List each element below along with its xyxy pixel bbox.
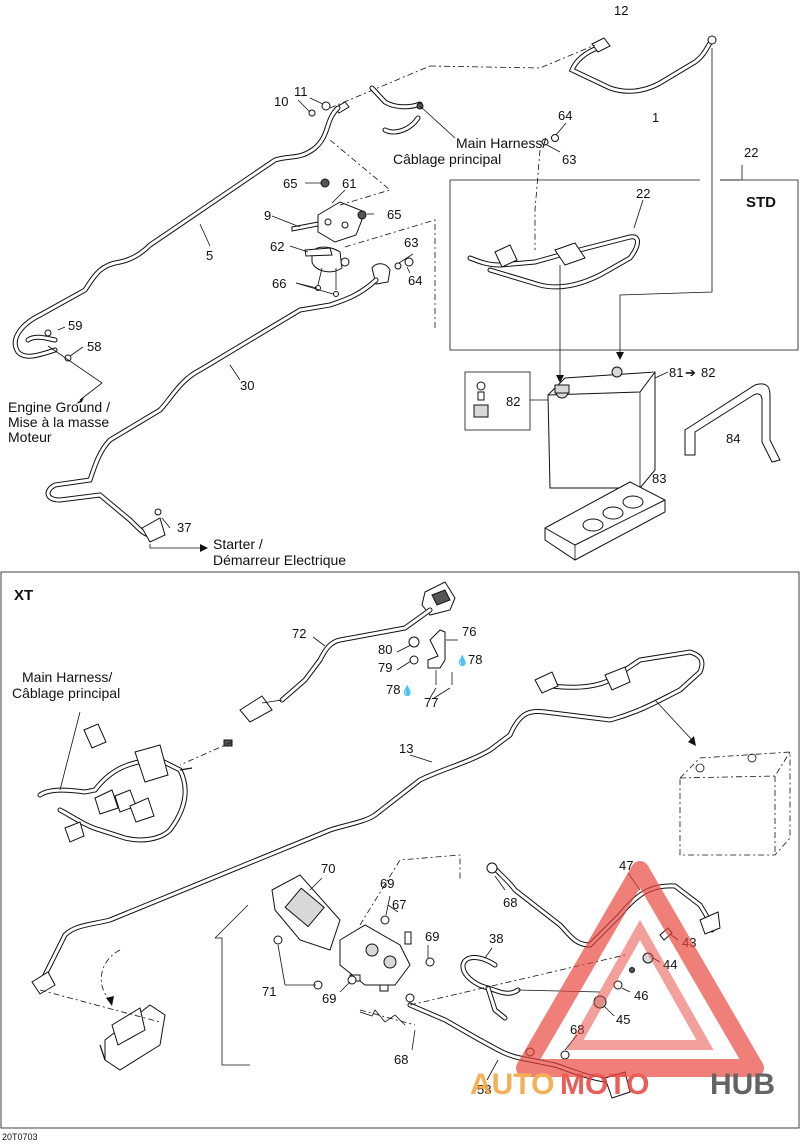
cable-30 <box>45 277 379 543</box>
callout-labels: 12 1 11 10 64 63 22 22 65 61 9 65 62 63 … <box>68 3 758 1097</box>
battery-tray-83 <box>544 481 666 561</box>
callout-78-right: 78 <box>468 652 482 667</box>
text-labels: Main Harness/ Câblage principal Engine G… <box>2 135 776 1142</box>
callout-arrow: ➔ <box>685 365 696 380</box>
cable-53 <box>407 1002 631 1099</box>
callout-61: 61 <box>342 176 356 191</box>
callout-69-top: 69 <box>380 876 394 891</box>
callout-76: 76 <box>462 624 476 639</box>
callout-11: 11 <box>294 84 308 99</box>
callout-62: 62 <box>270 239 284 254</box>
diagram-code: 20T0703 <box>2 1132 38 1142</box>
cable-13 <box>31 649 705 995</box>
bracket-76 <box>408 629 453 685</box>
callout-69-bottom: 69 <box>322 991 336 1006</box>
callout-81: 81 <box>669 365 683 380</box>
callout-64-upper: 64 <box>558 108 572 123</box>
main-harness-xt-label-line2: Câblage principal <box>12 685 120 701</box>
callout-63-upper: 63 <box>562 152 576 167</box>
callout-68-bottom: 68 <box>394 1052 408 1067</box>
watermark-auto: AUTO <box>470 1068 554 1101</box>
callout-59: 59 <box>68 318 82 333</box>
callout-12: 12 <box>614 3 628 18</box>
callout-82-kit: 82 <box>506 394 520 409</box>
fastener-63-64-lower <box>371 253 414 285</box>
cable-38 <box>460 955 521 1021</box>
starter-solenoid <box>291 178 367 297</box>
control-module <box>99 949 166 1071</box>
callout-drop-78-right: 💧 <box>456 654 468 667</box>
callout-83: 83 <box>652 471 666 486</box>
callout-70: 70 <box>321 861 335 876</box>
solenoid-xt <box>339 915 435 1003</box>
main-harness-top <box>369 85 456 139</box>
callout-1: 1 <box>652 110 659 125</box>
callout-77: 77 <box>424 695 438 710</box>
callout-47: 47 <box>619 858 633 873</box>
watermark-moto: MOTO <box>560 1068 649 1101</box>
callout-drop-78-left: 💧 <box>401 684 413 697</box>
fastener-63-64-upper <box>541 122 567 153</box>
main-harness-xt <box>37 723 193 843</box>
engine-ground-label-line2: Mise à la masse <box>8 414 109 430</box>
callout-53: 53 <box>477 1082 491 1097</box>
main-harness-label-line2: Câblage principal <box>393 151 501 167</box>
callout-5: 5 <box>206 248 213 263</box>
switch-mount-70 <box>271 874 341 990</box>
cable-22 <box>467 234 640 290</box>
callout-68-top: 68 <box>503 895 517 910</box>
callout-65-upper: 65 <box>283 176 297 191</box>
callout-58: 58 <box>87 339 101 354</box>
callout-84: 84 <box>726 431 740 446</box>
battery <box>547 366 656 489</box>
callout-65-lower: 65 <box>387 207 401 222</box>
callout-13: 13 <box>399 741 413 756</box>
callout-63-lower: 63 <box>404 235 418 250</box>
callout-30: 30 <box>240 378 254 393</box>
callout-64-lower: 64 <box>408 273 422 288</box>
callout-45: 45 <box>616 1012 630 1027</box>
callout-66: 66 <box>272 276 286 291</box>
callout-82-battery: 82 <box>701 365 715 380</box>
xt-label: XT <box>14 587 33 604</box>
xt-battery <box>679 751 791 856</box>
terminal-kit-82 <box>464 371 531 431</box>
relay-72 <box>223 581 456 747</box>
callout-71: 71 <box>262 984 276 999</box>
engine-ground-label-line1: Engine Ground / <box>8 399 110 415</box>
engine-ground-label-line3: Moteur <box>8 429 52 445</box>
callout-46: 46 <box>634 988 648 1003</box>
main-harness-label-line1: Main Harness/ <box>456 135 546 151</box>
callout-67: 67 <box>392 897 406 912</box>
watermark-logo: AUTO MOTO HUB <box>470 861 775 1101</box>
starter-label-line2: Démarreur Electrique <box>213 552 346 568</box>
callout-22-cable: 22 <box>636 186 650 201</box>
main-harness-xt-label-line1: Main Harness/ <box>22 669 112 685</box>
std-label: STD <box>746 194 776 211</box>
cable-5 <box>12 105 341 362</box>
callout-38: 38 <box>489 931 503 946</box>
fastener-10-11 <box>297 97 350 117</box>
callout-80: 80 <box>378 642 392 657</box>
callout-22-std: 22 <box>744 145 758 160</box>
std-box <box>449 165 799 351</box>
xt-box <box>0 571 800 1129</box>
battery-strap-84 <box>684 383 781 463</box>
callout-79: 79 <box>378 660 392 675</box>
callout-10: 10 <box>274 94 288 109</box>
callout-9: 9 <box>264 208 271 223</box>
starter-label-line1: Starter / <box>213 536 263 552</box>
cable-1 <box>568 35 717 94</box>
callout-69-right: 69 <box>425 929 439 944</box>
callout-72: 72 <box>292 626 306 641</box>
callout-37: 37 <box>177 520 191 535</box>
callout-78-left: 78 <box>386 682 400 697</box>
watermark-hub: HUB <box>710 1068 775 1101</box>
